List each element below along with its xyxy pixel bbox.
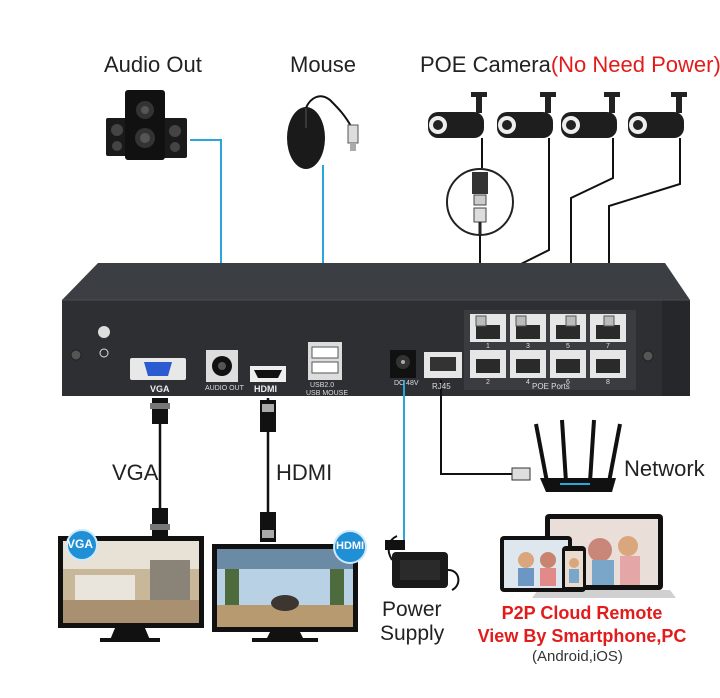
bullet-camera-icon: [428, 92, 687, 138]
nvr-usb2-text: USB MOUSE: [306, 390, 349, 397]
vga-label: VGA: [112, 460, 159, 485]
p2p-line1: P2P Cloud Remote: [501, 603, 663, 623]
vga-badge-text: VGA: [67, 537, 94, 551]
nvr-poe-ports-text: POE Ports: [532, 382, 570, 391]
mouse-icon: [287, 95, 359, 169]
power-label: Power: [382, 598, 442, 621]
platforms-label: (Android,iOS): [532, 648, 623, 665]
power-adapter-icon: [385, 535, 460, 591]
rj45-plug-icon: [446, 168, 514, 236]
monitor-icon: [58, 536, 204, 642]
port-number: 4: [526, 379, 530, 386]
no-need-power-text: (No Need Power): [550, 52, 720, 77]
nvr-audio-out-text: AUDIO OUT: [205, 385, 244, 392]
network-cable: [440, 380, 512, 475]
speaker-icon: [106, 90, 187, 160]
port-number: 6: [566, 379, 570, 386]
mouse-label: Mouse: [290, 52, 357, 77]
network-label: Network: [624, 456, 705, 481]
camera-4-cable: [608, 138, 681, 318]
port-number: 8: [606, 379, 610, 386]
nvr-dc-text: DC 48V: [394, 380, 419, 387]
smartphone-icon: [562, 546, 586, 592]
nvr-hdmi-text: HDMI: [254, 384, 277, 394]
nvr-rj45-text: RJ45: [432, 382, 451, 391]
hdmi-label: HDMI: [276, 460, 333, 485]
tablet-icon: [500, 536, 572, 592]
port-number: 5: [566, 343, 570, 350]
nvr-device: [62, 263, 690, 396]
audio-out-label: Audio Out: [104, 52, 202, 77]
poe-camera-text: POE Camera: [420, 52, 551, 77]
supply-label: Supply: [380, 622, 445, 645]
hdmi-badge: [333, 530, 367, 564]
hdmi-badge-text: HDMI: [336, 540, 365, 552]
vga-badge: [66, 529, 98, 561]
port-number: 7: [606, 343, 610, 350]
nvr-usb1-text: USB2.0: [310, 382, 335, 389]
port-number: 1: [486, 343, 490, 350]
port-number: 2: [486, 379, 490, 386]
poe-camera-label: POE Camera(No Need Power): [420, 52, 720, 78]
monitor-icon: [212, 544, 358, 642]
router-icon: [534, 419, 622, 492]
camera-3-cable: [570, 138, 614, 318]
p2p-line2: View By Smartphone,PC: [477, 626, 687, 646]
port-number: 3: [526, 343, 530, 350]
nvr-vga-text: VGA: [150, 384, 170, 394]
